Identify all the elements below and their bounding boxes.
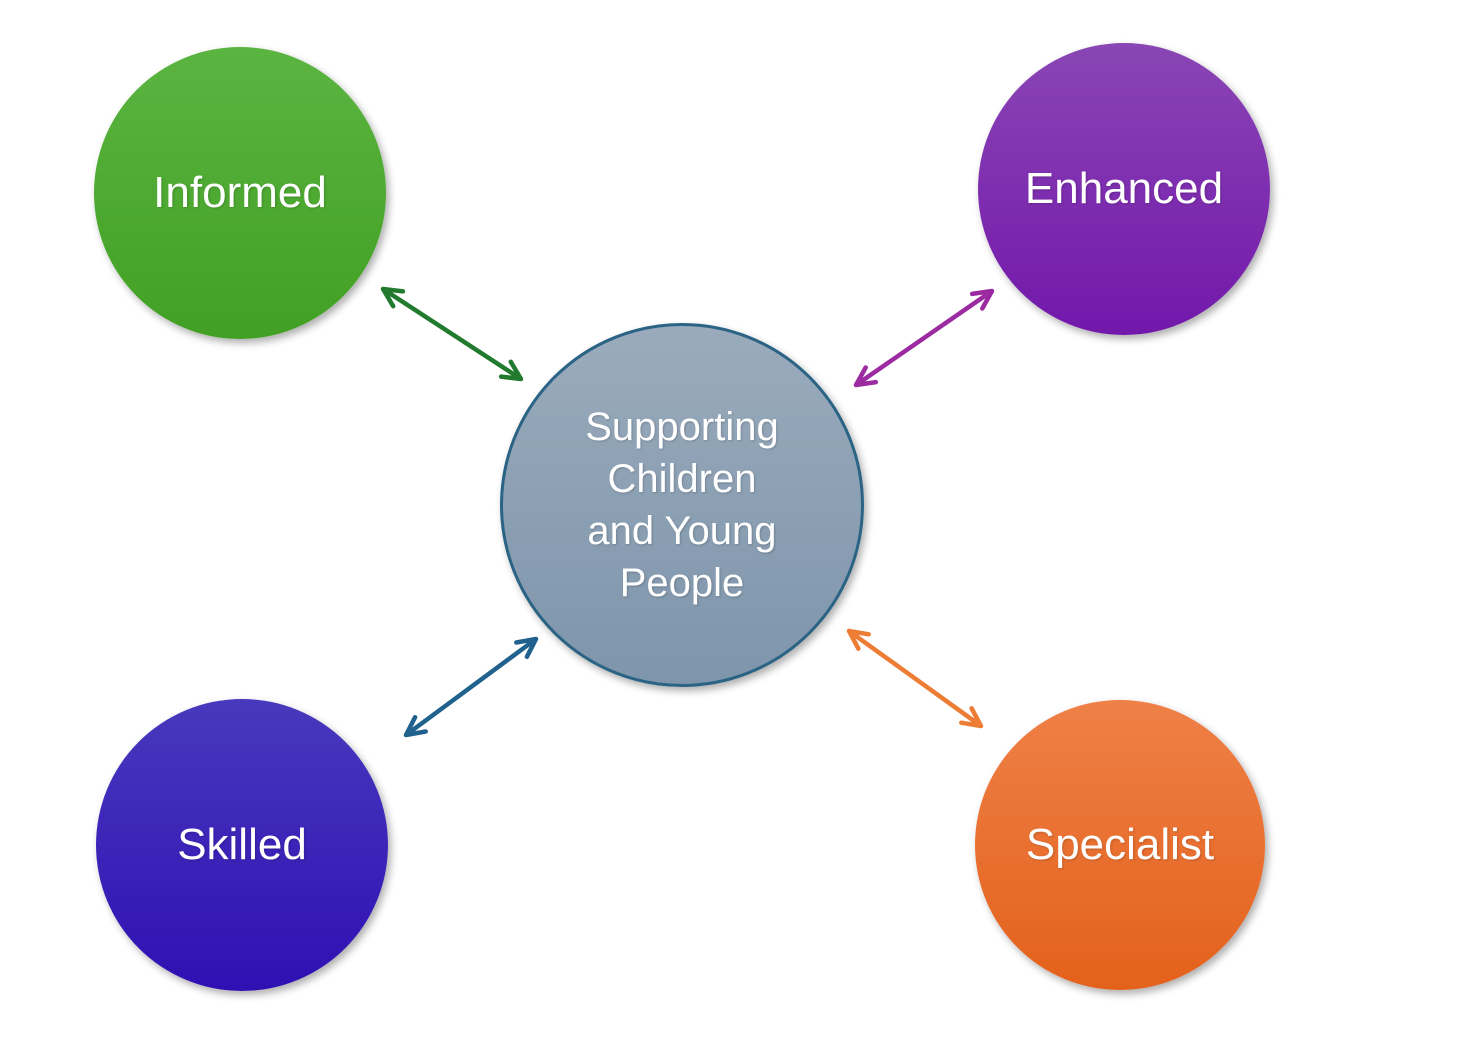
enhanced-node-label: Enhanced	[1024, 163, 1224, 213]
center-label-line-4: People	[619, 561, 745, 605]
double-arrow-center-enhanced	[853, 288, 995, 388]
double-arrow-skilled-center	[403, 636, 539, 738]
center-label-line-3: and Young	[587, 509, 777, 553]
skilled-node-label: Skilled	[177, 819, 307, 869]
center-node-label: Supporting Children and Young People	[585, 401, 778, 609]
center-label-line-1: Supporting	[585, 405, 779, 449]
double-arrow-informed-center	[380, 286, 524, 382]
node-specialist: Specialist	[975, 700, 1265, 990]
node-skilled: Skilled	[96, 699, 388, 991]
informed-node-label: Informed	[153, 167, 327, 217]
node-supporting-children-and-young-people: Supporting Children and Young People	[500, 323, 864, 687]
node-informed: Informed	[94, 47, 386, 339]
center-label-line-2: Children	[607, 457, 757, 501]
double-arrow-center-specialist	[846, 628, 984, 729]
specialist-node-label: Specialist	[1025, 819, 1215, 869]
node-enhanced: Enhanced	[978, 43, 1270, 335]
